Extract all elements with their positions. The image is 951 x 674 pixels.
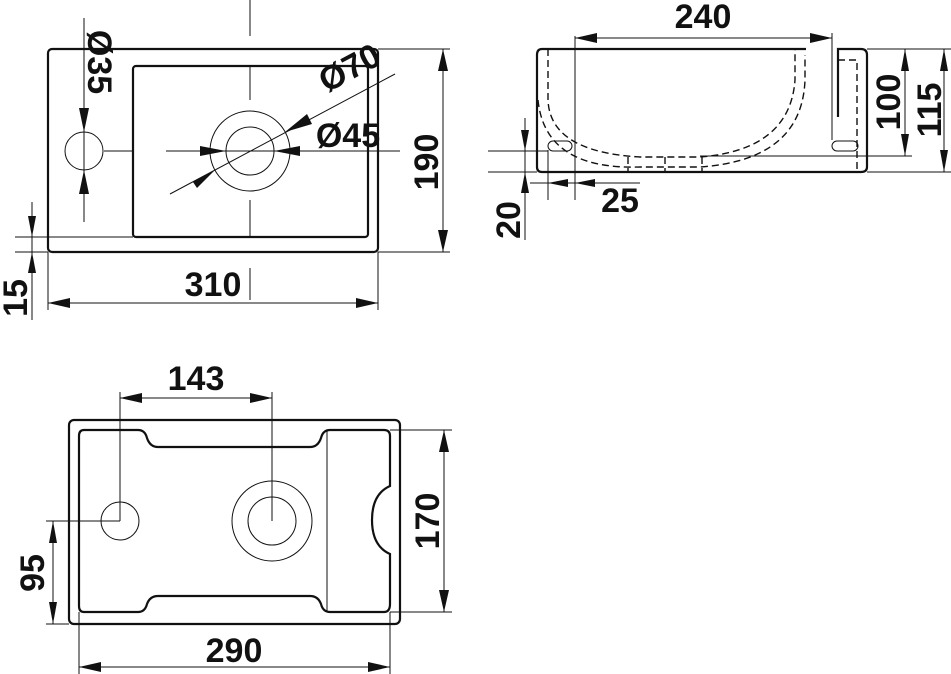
diameter-leader	[169, 73, 396, 195]
rim-label: 15	[0, 279, 35, 317]
arrow	[439, 590, 449, 612]
bottom-outer-outline	[67, 418, 402, 626]
bottom-width-label: 290	[206, 632, 263, 670]
arrow	[438, 230, 448, 252]
arrow	[120, 393, 142, 403]
arrow	[79, 662, 101, 672]
side-view: 240 100 115 20 25	[488, 0, 951, 240]
arrow	[575, 179, 595, 187]
arrow	[439, 430, 449, 452]
drain-inner-diameter-label: Ø45	[316, 117, 380, 155]
arrow	[79, 108, 89, 132]
arrow	[810, 33, 832, 43]
bottom-view: 143 290 170 95	[14, 360, 452, 674]
arrow	[79, 170, 89, 194]
hole-offset-label: 95	[14, 554, 52, 592]
top-view: 310 190 15 Ø35 Ø70 Ø45	[0, 0, 450, 320]
bowl-length-label: 240	[675, 0, 732, 36]
arrow	[193, 170, 215, 188]
drain-outer-diameter-label: Ø70	[313, 36, 388, 100]
inner-height-label: 100	[870, 74, 908, 131]
slot-height-label: 20	[490, 201, 528, 239]
slot-width-label: 25	[601, 182, 639, 220]
arrow	[575, 33, 597, 43]
arrow	[368, 662, 390, 672]
hole-spacing-label: 143	[168, 360, 225, 398]
arrow	[28, 252, 36, 273]
bowl-outer-hidden	[537, 55, 806, 168]
arrow	[285, 114, 312, 132]
arrow	[250, 393, 272, 403]
arrow	[49, 521, 57, 543]
arrow	[940, 49, 948, 71]
arrow	[356, 298, 378, 308]
bottom-inner-outline	[77, 428, 392, 614]
arrow	[940, 150, 948, 172]
arrow	[438, 49, 448, 71]
wall-hidden	[838, 59, 858, 172]
bottom-depth-label: 170	[409, 493, 447, 550]
top-width-label: 310	[185, 266, 242, 304]
mounting-slot-right	[831, 140, 859, 152]
arrow	[274, 146, 300, 156]
mounting-slot-left	[547, 140, 573, 152]
arrow	[548, 179, 568, 187]
total-height-label: 115	[911, 83, 949, 138]
top-depth-label: 190	[408, 134, 446, 191]
arrow	[200, 146, 226, 156]
arrow	[28, 216, 36, 237]
arrow	[521, 172, 529, 193]
arrow	[49, 602, 57, 624]
side-outline	[535, 47, 869, 174]
arrow	[521, 130, 529, 151]
arrow	[901, 134, 909, 156]
bowl-inner-hidden	[547, 49, 796, 158]
arrow	[901, 49, 909, 71]
tap-hole-diameter-label: Ø35	[80, 30, 118, 94]
arrow	[48, 298, 70, 308]
